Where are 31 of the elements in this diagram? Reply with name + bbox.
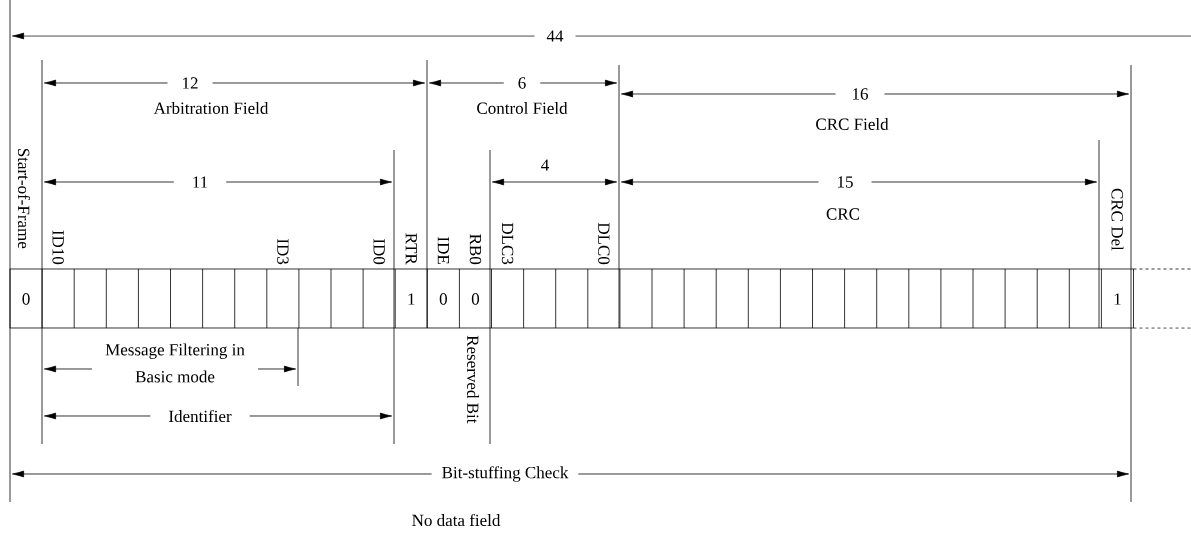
- bit-value: 0: [471, 293, 480, 305]
- dimension-label: 4: [541, 159, 549, 171]
- dimension-label: Bit-stuffing Check: [431, 465, 579, 483]
- dimension-label: 11: [173, 175, 227, 189]
- bit-label: ID3: [277, 238, 289, 265]
- bit-label: RB0: [469, 234, 482, 265]
- caption: No data field: [412, 513, 501, 527]
- bit-label: DLC3: [501, 222, 514, 265]
- field-name: Arbitration Field: [153, 102, 269, 114]
- field-name: CRC: [826, 208, 860, 220]
- field-name: CRC Field: [816, 118, 889, 130]
- field-name: Control Field: [477, 102, 568, 114]
- dimension-label: 6: [503, 76, 541, 90]
- bit-value: 0: [439, 293, 447, 305]
- bit-label: Start-of-Frame: [17, 148, 31, 249]
- bit-label: IDE: [437, 237, 449, 264]
- bit-label: RTR: [405, 233, 417, 265]
- bit-label: DLC0: [598, 222, 610, 265]
- bit-value: 0: [22, 293, 30, 305]
- dimension-label: 12: [167, 76, 213, 90]
- dimension-label: 16: [835, 87, 885, 101]
- bit-label: Reserved Bit: [467, 335, 479, 424]
- dimension-label: 44: [534, 29, 576, 43]
- dimension-label: Message Filtering in Basic mode: [92, 342, 258, 384]
- bit-label: ID10: [52, 230, 64, 265]
- dimension-label: Identifier: [150, 408, 250, 424]
- bit-label: CRC Del: [1111, 188, 1124, 251]
- bit-label: ID0: [373, 238, 385, 265]
- bit-value: 1: [408, 293, 415, 305]
- dimension-label: 15: [818, 175, 872, 189]
- bit-value: 1: [1114, 293, 1121, 305]
